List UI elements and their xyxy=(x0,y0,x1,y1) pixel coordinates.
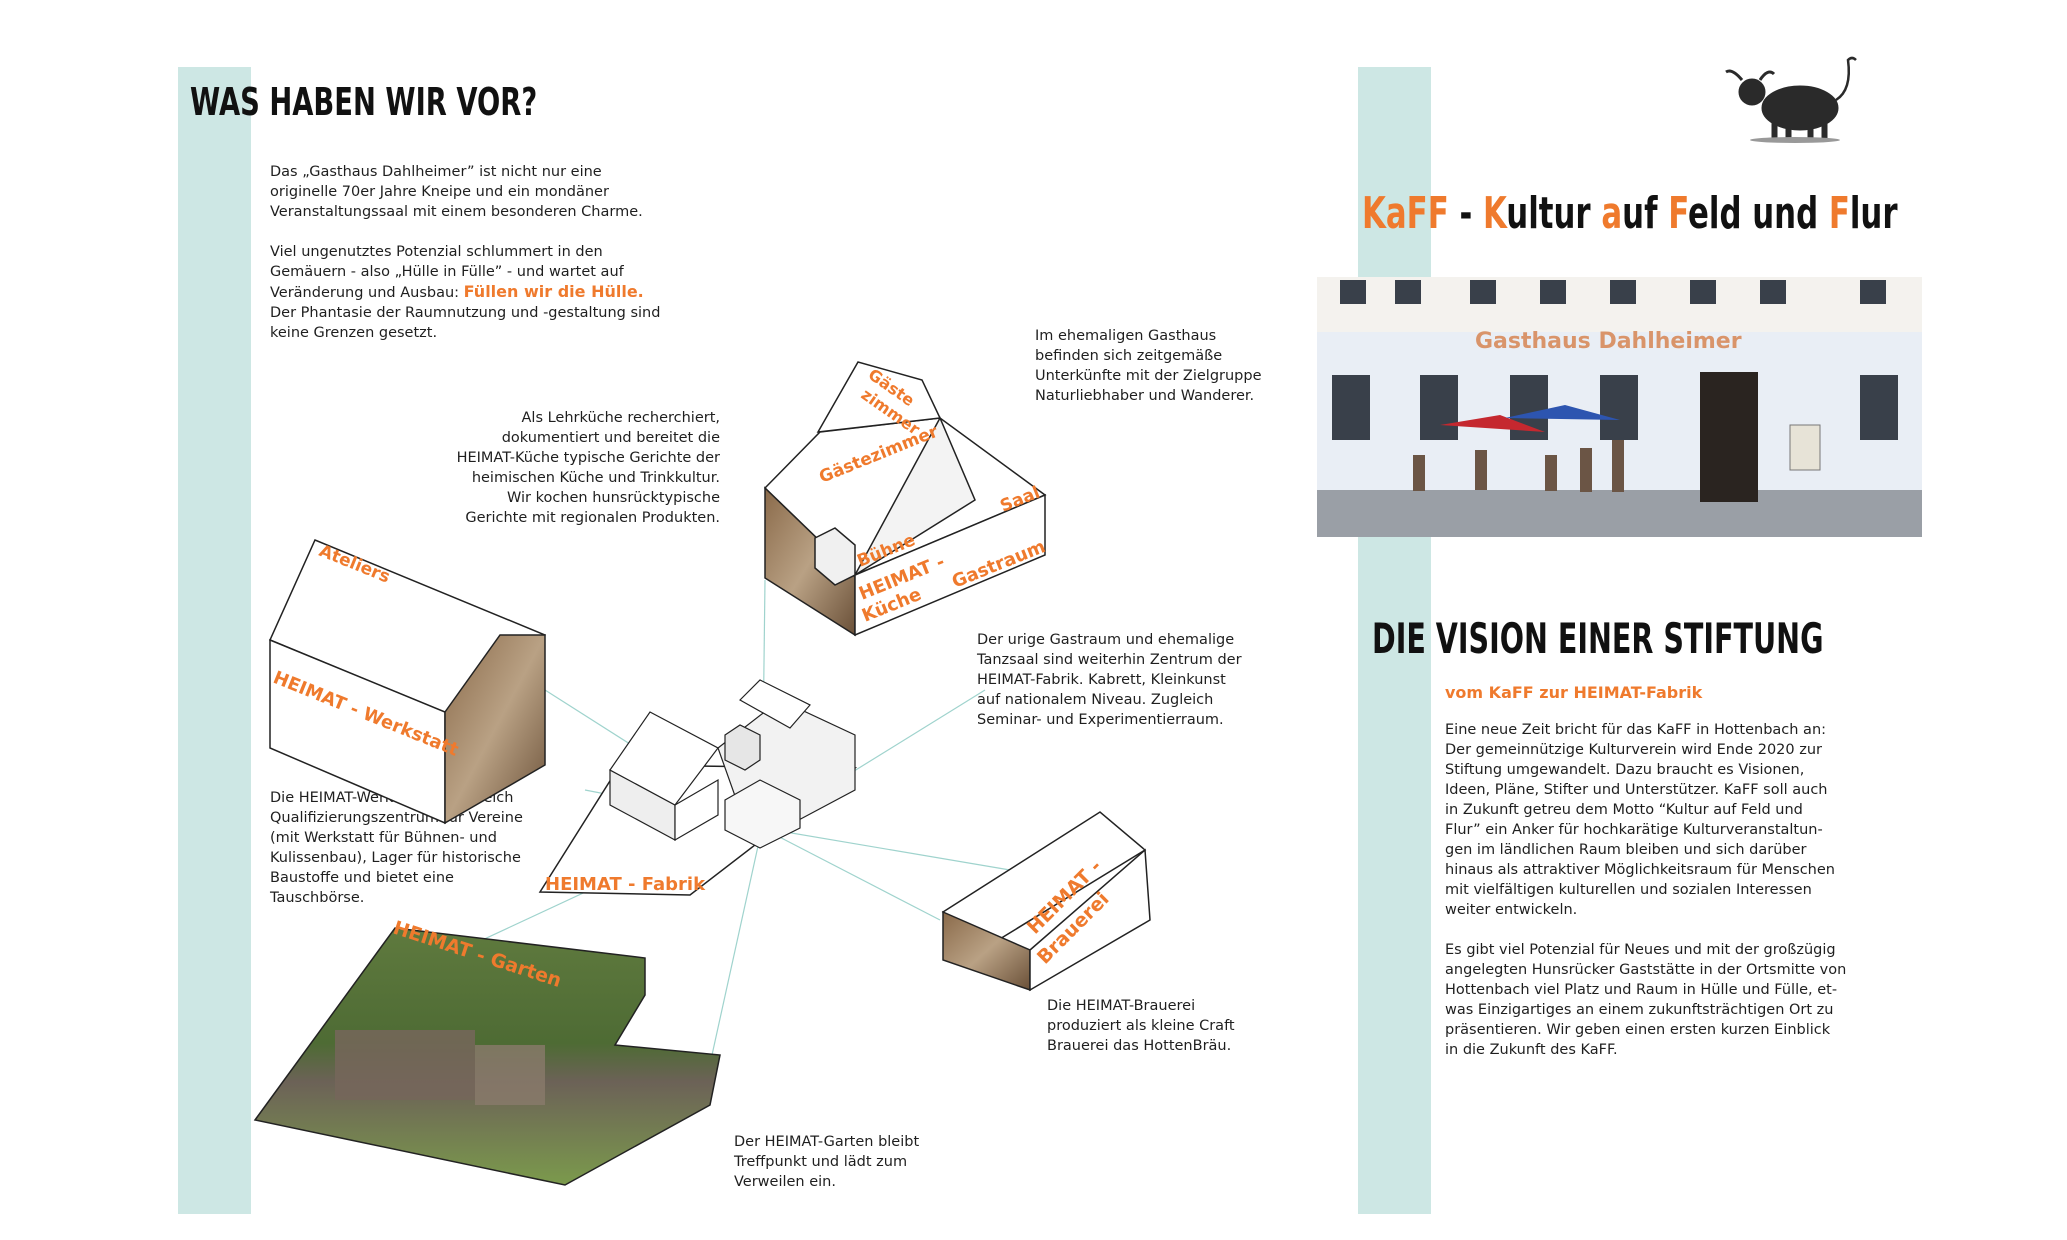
brauerei-line: produziert als kleine Craft xyxy=(1047,1018,1235,1034)
intro-line: Viel ungenutztes Potenzial schlummert in… xyxy=(270,244,603,260)
gaeste-line: befinden sich zeitgemäße xyxy=(1035,348,1223,364)
kaff-word: uf xyxy=(1622,188,1669,239)
kueche-line: Wir kochen hunsrücktypische xyxy=(506,490,720,506)
gastraum-text: Der urige Gastraum und ehemalige Tanzsaa… xyxy=(977,630,1277,730)
werkstatt-line: Tauschbörse. xyxy=(270,890,365,906)
garten-line: Der HEIMAT-Garten bleibt xyxy=(734,1134,920,1150)
gastraum-line: Tanzsaal sind weiterhin Zentrum der xyxy=(977,652,1242,668)
gaeste-line: Im ehemaligen Gasthaus xyxy=(1035,328,1217,344)
werkstatt-line: (mit Werkstatt für Bühnen- und xyxy=(270,830,497,846)
vision-line: Der gemeinnützige Kulturverein wird Ende… xyxy=(1445,742,1822,758)
vision-line: Eine neue Zeit bricht für das KaFF in Ho… xyxy=(1445,722,1827,738)
kueche-line: heimischen Küche und Trinkkultur. xyxy=(471,470,720,486)
kaff-sep: - xyxy=(1448,188,1483,239)
intro-line: Gemäuern - also „Hülle in Fülle” - und w… xyxy=(270,264,624,280)
page-title-left: WAS HABEN WIR VOR? xyxy=(190,80,538,124)
kueche-line: dokumentiert und bereitet die xyxy=(501,430,720,446)
kueche-line: Gerichte mit regionalen Produkten. xyxy=(465,510,720,526)
kaff-letter: a xyxy=(1601,188,1623,239)
intro-line: keine Grenzen gesetzt. xyxy=(270,325,438,341)
connector-line xyxy=(761,827,941,921)
vision-line: hinaus als attraktiver Möglichkeitsraum … xyxy=(1445,862,1835,878)
garten-text: Der HEIMAT-Garten bleibt Treffpunkt und … xyxy=(734,1132,984,1192)
kaff-abbrev: KaFF xyxy=(1362,188,1449,239)
kaff-letter: F xyxy=(1828,188,1850,239)
vision-line: Stiftung umgewandelt. Dazu braucht es Vi… xyxy=(1445,762,1805,778)
kaff-word: lur xyxy=(1849,188,1898,239)
left-accent-band xyxy=(178,67,251,1214)
photo-sign: Gasthaus Dahlheimer xyxy=(1475,329,1742,354)
vision-line: Hottenbach viel Platz und Raum in Hülle … xyxy=(1445,982,1838,998)
kueche-text: Als Lehrküche recherchiert, dokumentiert… xyxy=(400,408,720,528)
werkstatt-house xyxy=(268,539,547,825)
kaff-letter: K xyxy=(1482,188,1507,239)
kaff-word: eld und xyxy=(1687,188,1829,239)
werkstatt-line: Kulissenbau), Lager für historische xyxy=(270,850,521,866)
kaff-word: ultur xyxy=(1506,188,1602,239)
vision-line: in die Zukunft des KaFF. xyxy=(1445,1042,1618,1058)
intro-text: Das „Gasthaus Dahlheimer” ist nicht nur … xyxy=(270,162,690,343)
werkstatt-line: Baustoffe und bietet eine xyxy=(270,870,454,886)
label-fabrik: HEIMAT - Fabrik xyxy=(545,874,706,895)
vision-text: Eine neue Zeit bricht für das KaFF in Ho… xyxy=(1445,720,1865,1060)
garten-photo xyxy=(253,927,721,1186)
vision-line: was Einzigartiges an einem zukunftsträch… xyxy=(1445,1002,1834,1018)
vision-line: präsentieren. Wir geben einen ersten kur… xyxy=(1445,1022,1831,1038)
intro-highlight: Füllen wir die Hülle. xyxy=(463,282,644,301)
gastraum-building xyxy=(763,361,1047,637)
gasthaus-photo xyxy=(1317,277,1922,537)
vision-line: angelegten Hunsrücker Gaststätte in der … xyxy=(1445,962,1847,978)
vision-line: gen im ländlichen Raum bleiben und sich … xyxy=(1445,842,1807,858)
fabrik-model xyxy=(609,679,856,849)
intro-line: Das „Gasthaus Dahlheimer” ist nicht nur … xyxy=(270,164,602,180)
vision-subtitle: vom KaFF zur HEIMAT-Fabrik xyxy=(1445,683,1703,702)
gastraum-line: auf nationalem Niveau. Zugleich xyxy=(977,692,1214,708)
intro-line-pre: Veränderung und Ausbau: xyxy=(270,285,464,301)
connector-line xyxy=(711,827,763,1056)
vision-line: mit vielfältigen kulturellen und soziale… xyxy=(1445,882,1812,898)
vision-line: Ideen, Pläne, Stifter und Unterstützer. … xyxy=(1445,782,1828,798)
brauerei-line: Brauerei das HottenBräu. xyxy=(1047,1038,1232,1054)
vision-title: DIE VISION EINER STIFTUNG xyxy=(1372,614,1824,663)
brauerei-text: Die HEIMAT-Brauerei produziert als klein… xyxy=(1047,996,1297,1056)
right-accent-band xyxy=(1358,67,1431,1214)
garten-line: Verweilen ein. xyxy=(734,1174,836,1190)
intro-line: Veranstaltungssaal mit einem besonderen … xyxy=(270,204,643,220)
connector-line xyxy=(761,827,1011,871)
gaeste-line: Unterkünfte mit der Zielgruppe xyxy=(1035,368,1262,384)
brauerei-house xyxy=(941,811,1151,992)
brauerei-line: Die HEIMAT-Brauerei xyxy=(1047,998,1196,1014)
gastraum-line: Der urige Gastraum und ehemalige xyxy=(977,632,1235,648)
vision-line: weiter entwickeln. xyxy=(1445,902,1578,918)
vision-line: in Zukunft getreu dem Motto “Kultur auf … xyxy=(1445,802,1803,818)
garten-line: Treffpunkt und lädt zum xyxy=(734,1154,908,1170)
intro-line: Veränderung und Ausbau: Füllen wir die H… xyxy=(270,282,690,303)
vision-line: Es gibt viel Potenzial für Neues und mit… xyxy=(1445,942,1836,958)
kaff-title: KaFF - Kultur auf Feld und Flur xyxy=(1362,188,1898,239)
gastraum-line: Seminar- und Experimentierraum. xyxy=(977,712,1224,728)
intro-line: originelle 70er Jahre Kneipe und ein mon… xyxy=(270,184,609,200)
kueche-line: Als Lehrküche recherchiert, xyxy=(521,410,721,426)
gaeste-text: Im ehemaligen Gasthaus befinden sich zei… xyxy=(1035,326,1335,406)
vision-line: Flur” ein Anker für hochkarätige Kulturv… xyxy=(1445,822,1823,838)
kaff-letter: F xyxy=(1668,188,1688,239)
gastraum-line: HEIMAT-Fabrik. Kabrett, Kleinkunst xyxy=(977,672,1226,688)
gaeste-line: Naturliebhaber und Wanderer. xyxy=(1035,388,1255,404)
bull-icon xyxy=(1725,56,1857,143)
intro-line: Der Phantasie der Raumnutzung und -gesta… xyxy=(270,305,661,321)
kueche-line: HEIMAT-Küche typische Gerichte der xyxy=(456,450,720,466)
